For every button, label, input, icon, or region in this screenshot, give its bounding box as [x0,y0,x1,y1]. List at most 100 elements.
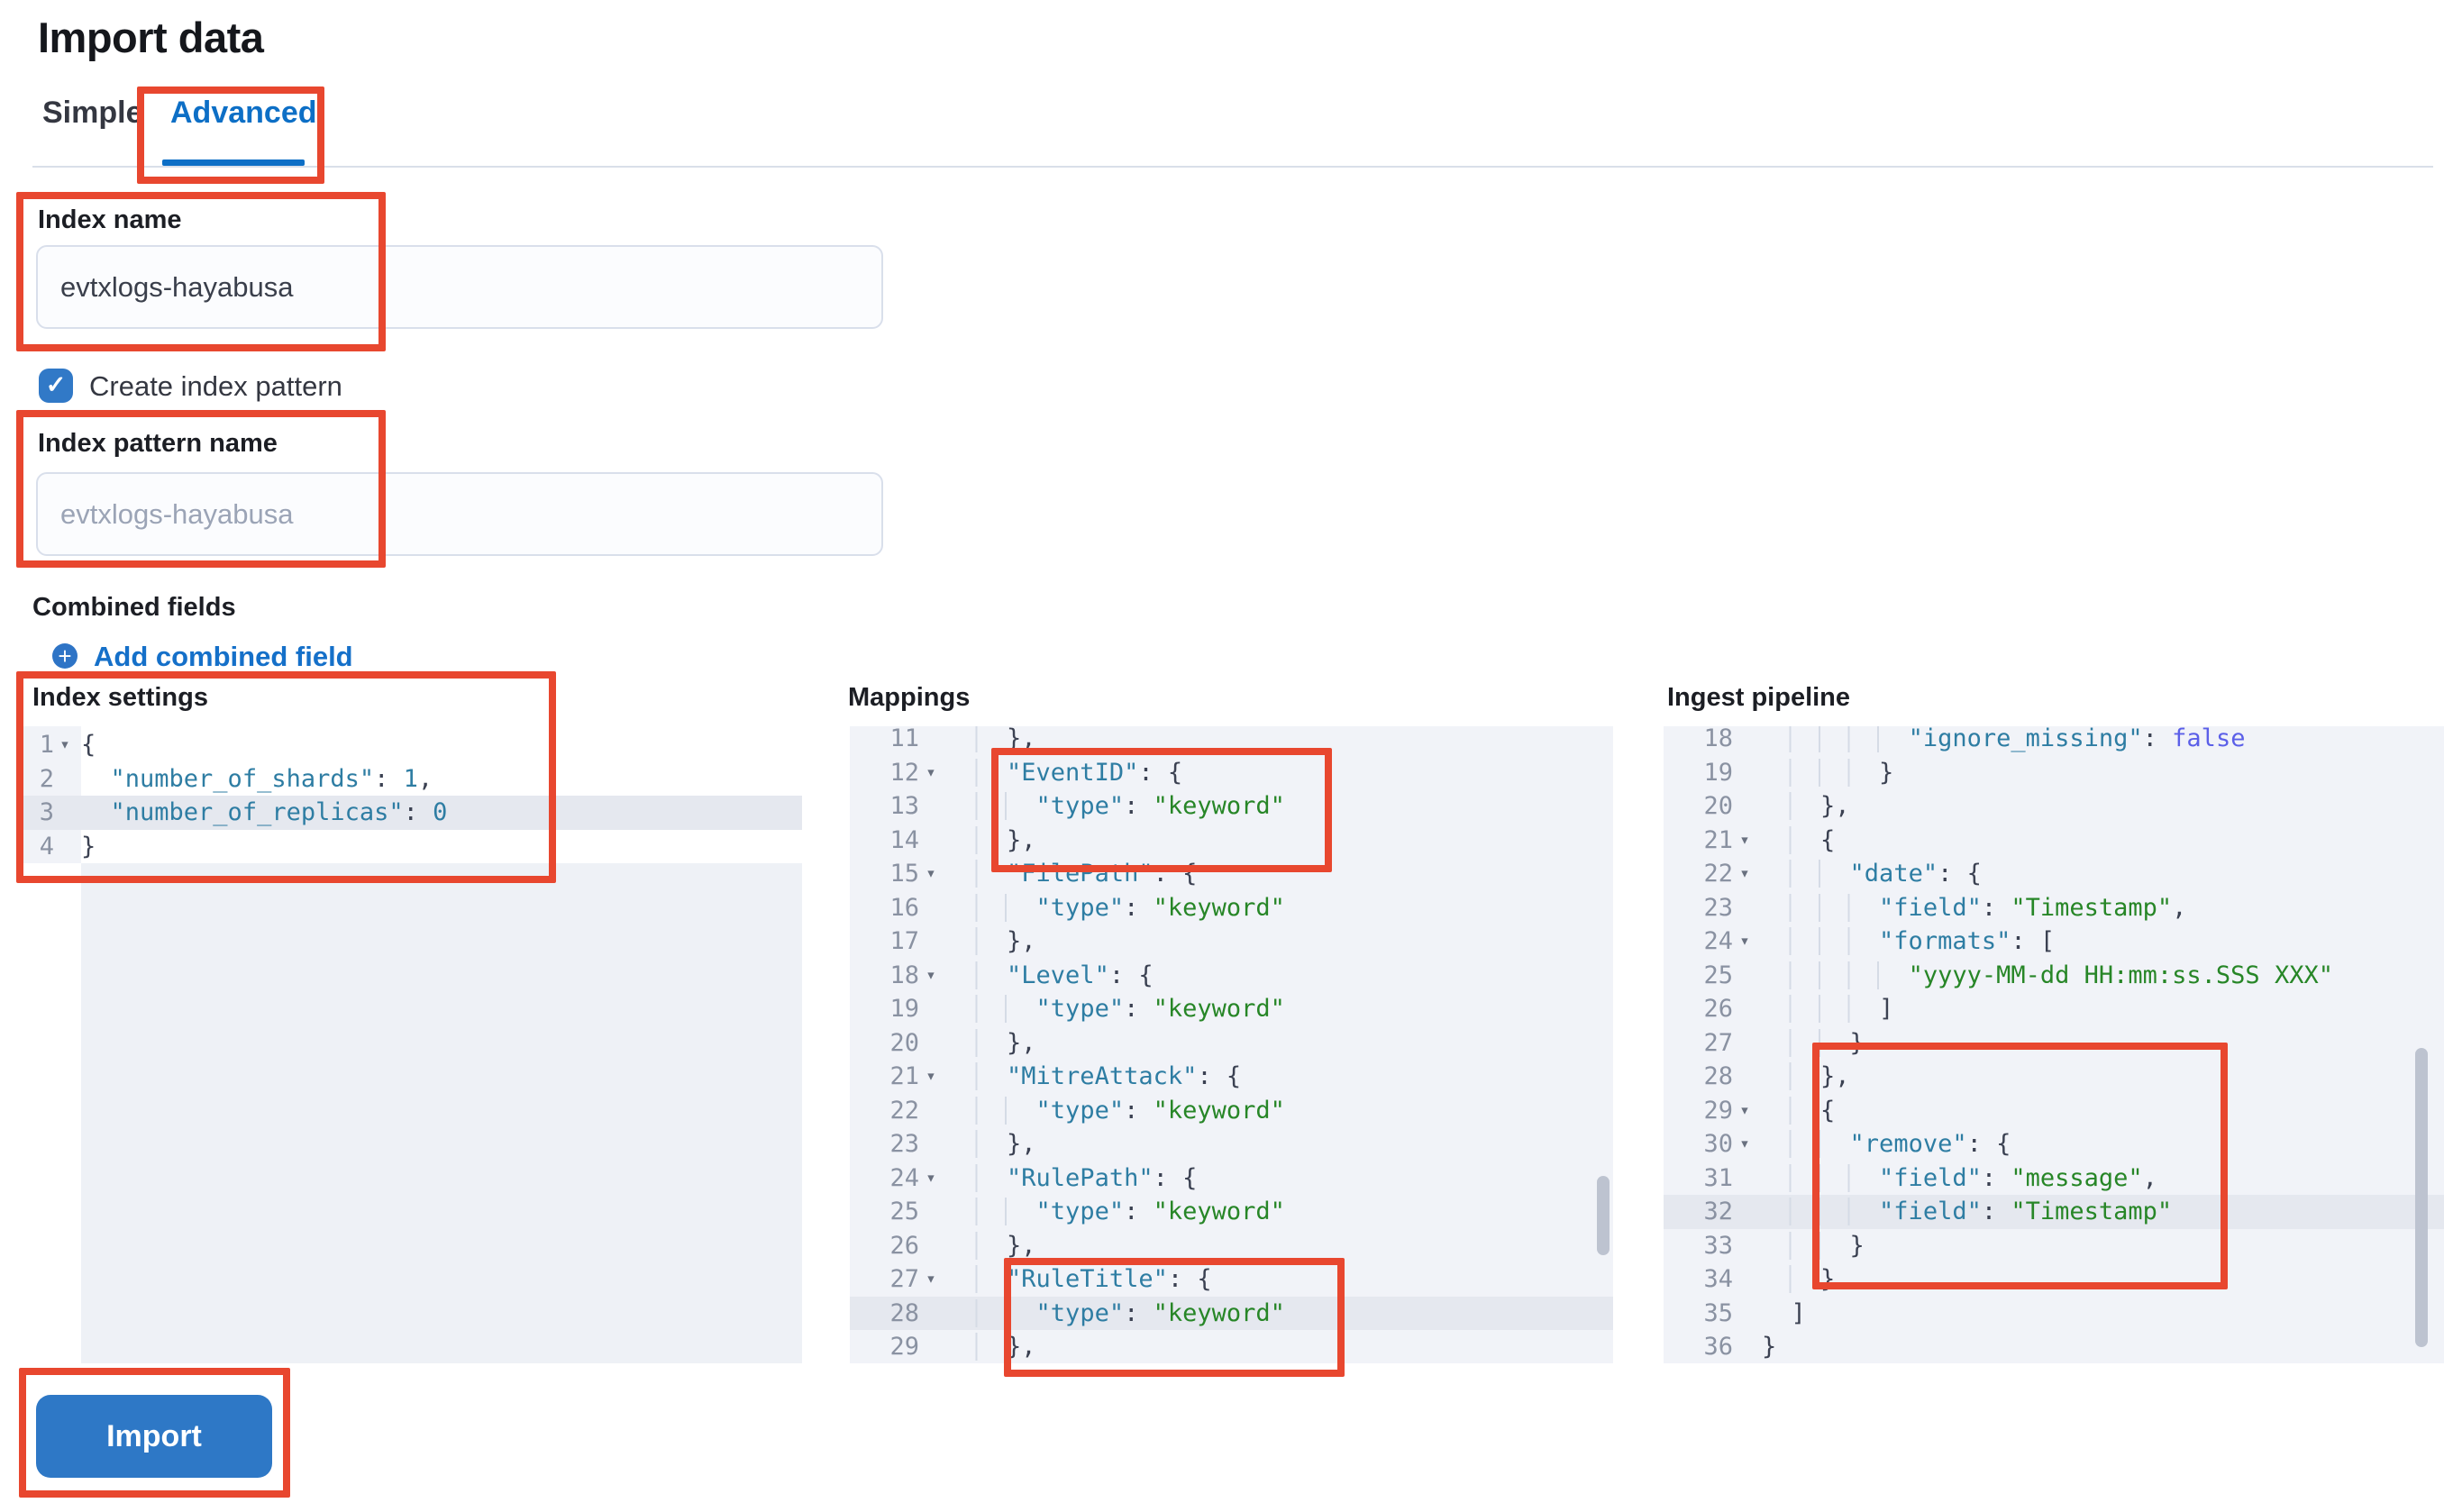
gutter-spacer [1733,1330,1756,1363]
index-name-input[interactable] [36,245,883,329]
code-text: "yyyy-MM-dd HH:mm:ss.SSS XXX" [1756,959,2333,993]
code-line: 29 }, [850,1330,1613,1363]
code-line: 15▾ "FilePath": { [850,857,1613,891]
code-text: }, [943,1330,1036,1363]
line-number: 24 [1703,927,1733,955]
scrollbar-thumb[interactable] [1597,1176,1610,1255]
code-text: { [1756,824,1835,858]
code-line: 30▾ "remove": { [1664,1127,2444,1161]
line-number: 28 [1703,1062,1733,1090]
code-line: 19 } [1664,756,2444,790]
fold-caret-icon[interactable]: ▾ [1739,829,1750,850]
code-text: } [1756,756,1893,790]
code-line: 2 "number_of_shards": 1, [23,762,802,797]
page-title: Import data [38,14,264,61]
fold-caret-icon[interactable]: ▾ [1739,931,1750,951]
import-button[interactable]: Import [36,1395,272,1478]
line-number: 18 [1703,726,1733,752]
line-number: 12 [889,758,919,787]
code-text: }, [1756,1060,1850,1094]
code-text: "MitreAttack": { [943,1060,1241,1094]
gutter-spacer [919,1026,943,1061]
code-text: }, [943,1026,1036,1061]
code-line: 16 "type": "keyword" [850,891,1613,925]
code-text: }, [1756,789,1850,824]
code-line: 21▾ "MitreAttack": { [850,1060,1613,1094]
line-number: 20 [1703,792,1733,820]
create-index-pattern-checkbox[interactable]: ✓ [39,369,73,403]
fold-caret-icon[interactable]: ▾ [926,1269,936,1289]
code-line: 19 "type": "keyword" [850,992,1613,1026]
code-text: "number_of_replicas": 0 [76,796,447,830]
code-line: 25 "type": "keyword" [850,1195,1613,1229]
fold-caret-icon[interactable]: ▾ [926,761,936,782]
code-line: 4} [23,830,802,864]
check-icon: ✓ [45,370,67,398]
mappings-editor[interactable]: 11 },12▾ "EventID": {13 "type": "keyword… [850,726,1613,1363]
tab-advanced[interactable]: Advanced [170,96,317,130]
add-combined-field-link[interactable]: Add combined field [94,641,353,672]
code-text: "type": "keyword" [943,1297,1285,1331]
fold-caret-icon[interactable]: ▾ [59,734,70,754]
code-line: 25 "yyyy-MM-dd HH:mm:ss.SSS XXX" [1664,959,2444,993]
line-number: 36 [1703,1333,1733,1361]
fold-caret-icon[interactable]: ▾ [926,863,936,883]
code-line: 20 }, [850,1026,1613,1061]
code-text: { [1756,1094,1835,1128]
code-text: "type": "keyword" [943,1195,1285,1229]
code-text: "number_of_shards": 1, [76,762,433,797]
combined-fields-label: Combined fields [32,593,236,622]
index-settings-editor[interactable]: 1▾{2 "number_of_shards": 1,3 "number_of_… [23,726,802,1363]
gutter-spacer [1733,726,1756,756]
gutter-spacer [1733,1262,1756,1297]
scrollbar-thumb[interactable] [2415,1048,2428,1347]
code-text: }, [943,1127,1036,1161]
code-text: "type": "keyword" [943,992,1285,1026]
code-line: 24▾ "RulePath": { [850,1161,1613,1196]
gutter-spacer [1733,891,1756,925]
fold-caret-icon[interactable]: ▾ [926,1066,936,1086]
code-line: 13 "type": "keyword" [850,789,1613,824]
line-number: 22 [1703,860,1733,888]
create-index-pattern-label: Create index pattern [89,370,342,402]
code-text: "type": "keyword" [943,789,1285,824]
fold-caret-icon[interactable]: ▾ [1739,1134,1750,1153]
code-text: }, [943,1229,1036,1263]
code-line: 12▾ "EventID": { [850,756,1613,790]
line-number: 32 [1703,1198,1733,1225]
line-number: 17 [889,927,919,955]
code-line: 1▾{ [23,728,802,762]
line-number: 2 [39,764,54,793]
fold-caret-icon[interactable]: ▾ [1739,863,1750,883]
code-text: ] [1756,1297,1806,1331]
code-line: 32 "field": "Timestamp" [1664,1195,2444,1229]
code-text: }, [943,925,1036,959]
ingest-pipeline-heading: Ingest pipeline [1667,683,1851,712]
line-number: 33 [1703,1231,1733,1260]
line-number: 30 [1703,1130,1733,1158]
code-line: 29▾ { [1664,1094,2444,1128]
line-number: 31 [1703,1163,1733,1192]
gutter-spacer [1733,1060,1756,1094]
active-tab-underline [162,159,305,166]
gutter-spacer [1733,992,1756,1026]
index-pattern-name-input[interactable] [36,472,883,556]
fold-caret-icon[interactable]: ▾ [926,964,936,985]
fold-caret-icon[interactable]: ▾ [926,1167,936,1188]
line-number: 18 [889,961,919,989]
code-line: 26 }, [850,1229,1613,1263]
code-line: 22 "type": "keyword" [850,1094,1613,1128]
line-number: 26 [889,1231,919,1260]
code-text: "type": "keyword" [943,891,1285,925]
code-text: "RulePath": { [943,1161,1197,1196]
tabs-divider [32,166,2433,168]
code-line: 22▾ "date": { [1664,857,2444,891]
gutter-spacer [1733,756,1756,790]
code-line: 21▾ { [1664,824,2444,858]
gutter-spacer [1733,1195,1756,1229]
fold-caret-icon[interactable]: ▾ [1739,1099,1750,1120]
gutter-spacer [919,1330,943,1363]
tab-simple[interactable]: Simple [42,96,143,130]
plus-in-circle-icon[interactable]: + [52,643,78,669]
